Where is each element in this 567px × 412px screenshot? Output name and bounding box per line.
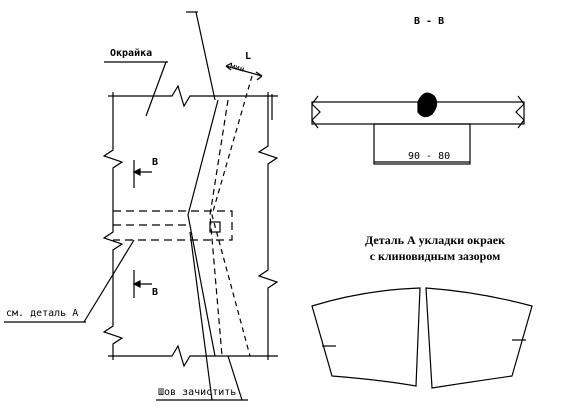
see-detail-a-label: см. деталь А bbox=[6, 308, 79, 319]
backing-strip bbox=[373, 123, 471, 165]
weld-leader-2 bbox=[227, 355, 243, 401]
plate-top-edge bbox=[108, 84, 278, 108]
detail-caption-line2: с клиновидным зазором bbox=[369, 249, 501, 263]
detail-caption-line1: Деталь А укладки окраек bbox=[365, 233, 505, 247]
joint-line-left bbox=[187, 99, 219, 357]
section-title: В - В bbox=[414, 16, 445, 27]
weld-bead bbox=[417, 92, 438, 118]
detail-a-leader bbox=[83, 239, 135, 323]
section-mark-top-head bbox=[132, 168, 141, 176]
section-view bbox=[311, 92, 525, 165]
detail-a-marker bbox=[209, 221, 221, 233]
section-break-right bbox=[515, 95, 525, 129]
section-mark-bottom-label: В bbox=[152, 287, 159, 298]
plate-bottom-edge bbox=[108, 344, 278, 368]
section-mark-bottom-head bbox=[132, 280, 141, 288]
plan-view bbox=[4, 11, 279, 401]
detail-caption: Деталь А укладки окраек с клиновидным за… bbox=[310, 232, 560, 264]
section-break-left bbox=[311, 95, 321, 129]
plate-right bbox=[425, 287, 533, 389]
gap-range-label: 90 - 80 bbox=[408, 151, 451, 162]
plate-right-edge bbox=[257, 92, 279, 360]
okraika-leader bbox=[145, 61, 167, 117]
section-mark-top-label: В bbox=[152, 157, 159, 168]
upper-lead-line bbox=[195, 11, 216, 101]
dim-l-label: L bbox=[245, 51, 252, 62]
weld-clean-label: Шов зачистить bbox=[158, 387, 237, 398]
okraika-label: Окрайка bbox=[110, 48, 153, 59]
detail-a-view bbox=[311, 287, 533, 389]
detail-a-band bbox=[113, 210, 233, 241]
weld-leader-1 bbox=[189, 231, 213, 401]
dim-line-l bbox=[225, 65, 263, 77]
plate-left-edge bbox=[102, 92, 124, 360]
dim-arrow-l bbox=[225, 62, 263, 81]
joint-line-right bbox=[209, 99, 229, 357]
joint-line-outer bbox=[211, 75, 253, 357]
plate-left bbox=[311, 287, 421, 387]
